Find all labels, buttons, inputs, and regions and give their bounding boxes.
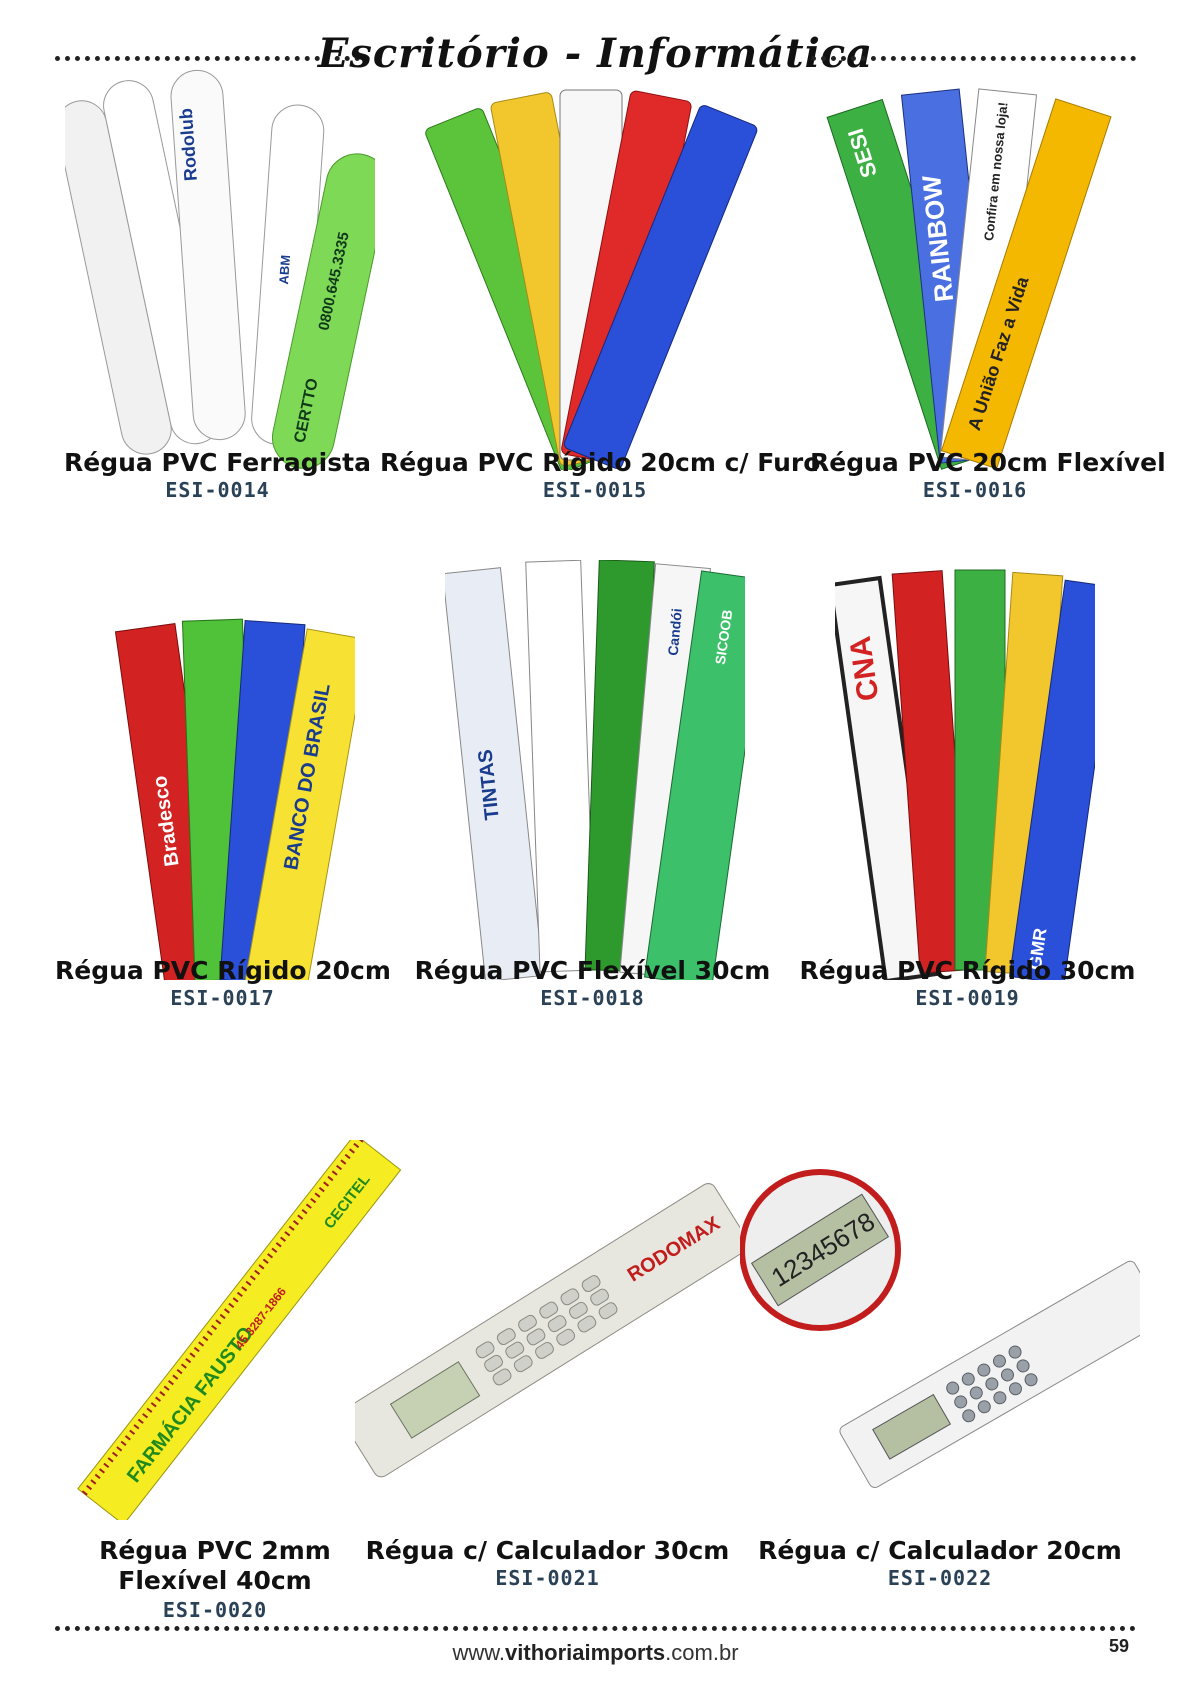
ruler-yellow-40cm: FARMÁCIA FAUSTO 45 3287-1866 CECITEL — [77, 1140, 402, 1520]
product-image: CNA GMR — [835, 560, 1095, 980]
product-name: Régua PVC Flexível 30cm — [414, 956, 771, 985]
calculator-keypad — [946, 1345, 1038, 1423]
product-name: Régua PVC Rígido 20cm c/ Furo — [380, 448, 821, 477]
product-card-esi-0015[interactable]: Régua PVC Rígido 20cm c/ Furo ESI-0015 — [380, 60, 821, 540]
calculator-display — [389, 1361, 481, 1439]
product-card-esi-0020[interactable]: FARMÁCIA FAUSTO 45 3287-1866 CECITEL Rég… — [55, 1140, 402, 1630]
header-dotted-rule-left — [55, 56, 380, 61]
ruler-fan: CNA GMR — [835, 569, 1095, 980]
header-dotted-rule-right — [811, 56, 1136, 61]
product-image: SESI RAINBOW Confira em nossa loja! A Un… — [810, 80, 1140, 470]
product-card-esi-0014[interactable]: Rodolub ABM 0800.645.3335 CERTTO Régua P… — [55, 60, 380, 540]
footer-website-link[interactable]: www.vithoriaimports.com.br — [0, 1640, 1191, 1666]
product-name: Régua PVC Rígido 20cm — [55, 956, 391, 985]
product-card-esi-0018[interactable]: TINTAS Candói SICOOB Régua PVC Flexível … — [405, 560, 780, 1060]
ruler-fan: Bradesco BANCO DO BRASIL — [114, 618, 355, 980]
product-image: TINTAS Candói SICOOB — [445, 560, 745, 980]
product-code: ESI-0020 — [162, 1598, 268, 1622]
product-code: ESI-0015 — [542, 478, 648, 502]
product-card-esi-0019[interactable]: CNA GMR Régua PVC Rígido 30cm ESI-0019 — [795, 560, 1140, 1060]
page-title: Escritório - Informática — [317, 30, 874, 77]
product-code: ESI-0019 — [915, 986, 1020, 1010]
product-card-esi-0022[interactable]: 12345678 Régua c/ Calculador 20cm ESI-00… — [740, 1140, 1140, 1610]
footer-dotted-rule — [55, 1626, 1136, 1631]
ruler-fan: SESI RAINBOW Confira em nossa loja! A Un… — [826, 88, 1112, 470]
product-card-esi-0017[interactable]: Bradesco BANCO DO BRASIL Régua PVC Rígid… — [55, 560, 391, 1060]
ruler-fan — [425, 89, 758, 470]
product-name: Régua PVC Rígido 30cm — [799, 956, 1136, 985]
ruler-fan: TINTAS Candói SICOOB — [445, 560, 745, 980]
product-card-esi-0021[interactable]: RODOMAX Régua c/ Calculador 30cm ESI-002… — [355, 1140, 740, 1610]
url-suffix: .com.br — [665, 1640, 739, 1665]
product-code: ESI-0021 — [495, 1566, 600, 1590]
product-name: Régua PVC 20cm Flexível — [810, 448, 1166, 477]
page-header: Escritório - Informática — [55, 30, 1136, 80]
product-code: ESI-0017 — [170, 986, 275, 1010]
calculator-display — [872, 1393, 952, 1460]
product-image — [420, 80, 770, 470]
product-card-esi-0016[interactable]: SESI RAINBOW Confira em nossa loja! A Un… — [810, 60, 1166, 540]
product-image: RODOMAX — [355, 1140, 740, 1520]
url-brand: vithoriaimports — [505, 1640, 666, 1665]
product-code: ESI-0018 — [540, 986, 645, 1010]
product-image: 12345678 — [740, 1140, 1140, 1520]
product-name: Régua PVC 2mm Flexível 40cm — [99, 1536, 331, 1595]
product-name: Régua c/ Calculador 20cm — [758, 1536, 1122, 1565]
product-image: FARMÁCIA FAUSTO 45 3287-1866 CECITEL — [55, 1140, 425, 1520]
ruler-calculator-20cm — [839, 1260, 1140, 1488]
url-prefix: www. — [452, 1640, 506, 1665]
product-image: Rodolub ABM 0800.645.3335 CERTTO — [65, 60, 375, 470]
calculator-zoom-callout: 12345678 — [740, 1169, 901, 1331]
product-code: ESI-0014 — [165, 478, 270, 502]
ruler-label-abm: ABM — [276, 254, 293, 285]
ruler-label-sicoob: SICOOB — [712, 609, 736, 666]
product-name: Régua PVC Ferragista — [64, 448, 371, 477]
calculator-keypad — [475, 1275, 618, 1386]
ruler-fan: Rodolub ABM 0800.645.3335 CERTTO — [65, 69, 375, 469]
ruler-label-candoi: Candói — [665, 608, 685, 657]
product-image: Bradesco BANCO DO BRASIL — [95, 600, 355, 980]
product-code: ESI-0016 — [922, 478, 1028, 502]
page-number: 59 — [1108, 1636, 1129, 1656]
product-code: ESI-0022 — [887, 1566, 993, 1590]
product-name: Régua c/ Calculador 30cm — [365, 1536, 730, 1565]
ruler-calculator-30cm: RODOMAX — [355, 1183, 740, 1478]
